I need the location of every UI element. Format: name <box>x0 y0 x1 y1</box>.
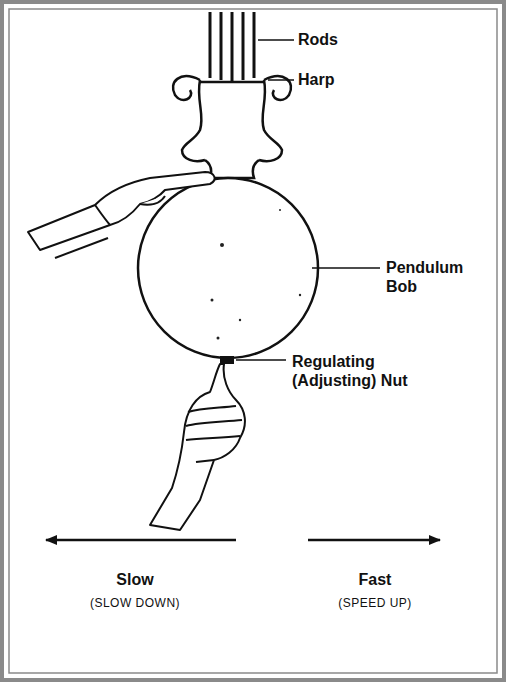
inner-frame <box>9 9 497 673</box>
part-label: Harp <box>298 70 398 89</box>
part-label: Regulating (Adjusting) Nut <box>292 352 442 390</box>
direction-note: (SLOW DOWN) <box>70 594 200 613</box>
part-label: Pendulum Bob <box>386 258 476 296</box>
fast-arrow <box>308 539 440 542</box>
lower-hand <box>150 364 245 530</box>
upper-hand <box>28 172 215 258</box>
pendulum-rods <box>210 12 254 82</box>
part-label: Rods <box>298 30 398 49</box>
slow-arrow <box>46 539 236 542</box>
harp <box>173 76 291 178</box>
leader-line <box>258 39 294 41</box>
leader-line <box>268 79 294 81</box>
bob-specks <box>211 209 302 340</box>
direction-label: Slow <box>95 570 175 589</box>
pendulum-bob <box>138 178 318 358</box>
direction-note: (SPEED UP) <box>310 594 440 613</box>
regulating-nut <box>220 356 234 364</box>
direction-label: Fast <box>335 570 415 589</box>
leader-line <box>236 359 286 361</box>
leader-line <box>312 267 380 269</box>
